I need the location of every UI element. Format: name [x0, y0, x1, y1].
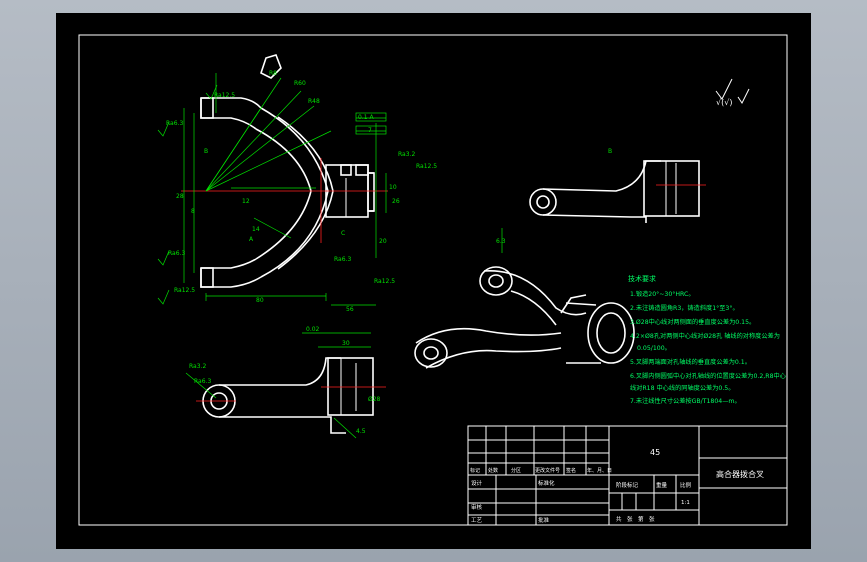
- dim-d4: 12: [242, 198, 250, 205]
- stage-mark: 阶段标记: [616, 481, 639, 489]
- scale-label: 比例: [680, 481, 692, 489]
- main-view: [181, 54, 388, 306]
- role-process: 工艺: [471, 517, 483, 524]
- role-standard: 标准化: [538, 479, 555, 487]
- label-a: A: [249, 236, 254, 243]
- rev-date: 年、月、日: [587, 467, 612, 474]
- label-b-right: B: [608, 148, 612, 155]
- dim-d13: 20: [379, 238, 387, 245]
- dim-d10: 26: [392, 198, 400, 205]
- roughness-r4: Ra12.5: [174, 287, 195, 294]
- dim-d12: 56: [346, 306, 354, 313]
- roughness-r6: Ra12.5: [416, 163, 437, 170]
- notes-heading: 技术要求: [628, 274, 656, 283]
- role-design: 设计: [471, 479, 483, 487]
- top-right-view: B 6.3: [496, 148, 706, 253]
- dim-d8: 7: [368, 127, 372, 134]
- dim-d7: 0.1 A: [358, 114, 374, 121]
- roughness-r1: Ra12.5: [214, 92, 235, 99]
- scale-value: 1:1: [681, 500, 690, 506]
- role-approve: 批准: [538, 516, 550, 524]
- note-5: 5.叉脚两端面对孔轴线的垂直度公差为0.1。: [630, 358, 751, 366]
- technical-notes: 技术要求 1.锻造20°~30°HRC。 2.未注铸造圆角R3，铸造斜度1°至3…: [628, 274, 786, 405]
- rev-zone: 分区: [511, 467, 521, 474]
- dim-d9: 10: [389, 184, 397, 191]
- dim-d6: 28: [176, 193, 184, 200]
- note-6: 6.叉脚内侧圆弧中心对孔轴线的位置度公差为0.2,R8中心: [630, 372, 786, 380]
- roughness-r8: Ra12.5: [374, 278, 395, 285]
- note-2: 2.未注铸造圆角R3，铸造斜度1°至3°。: [630, 304, 739, 312]
- sheet-row: 共 张 第 张: [616, 515, 655, 523]
- rev-count: 处数: [488, 467, 498, 474]
- dim-d2: R60: [294, 80, 306, 87]
- general-roughness: √(√): [715, 78, 750, 107]
- dim-d3: R48: [308, 98, 320, 105]
- drawing-sheet[interactable]: Ra12.5 Ra6.3 Ra6.3 Ra12.5 Ra3.2 Ra12.5 R…: [56, 13, 811, 549]
- rev-mark: 标记: [470, 467, 480, 474]
- roughness-r7: Ra6.3: [334, 256, 351, 263]
- part-name: 高合器拨合叉: [716, 469, 764, 479]
- rev-doc: 更改文件号: [535, 467, 560, 474]
- dim-d11: 14: [252, 226, 260, 233]
- note-3: 3.Ø28中心线对两侧面的垂直度公差为0.15。: [630, 318, 755, 326]
- note-4: 4.2×Ø8孔对两侧中心线对Ø28孔 轴线的对称度公差为: [630, 332, 780, 340]
- label-b: B: [204, 148, 208, 155]
- note-1: 1.锻造20°~30°HRC。: [630, 290, 695, 298]
- main-view-annotations: Ra12.5 Ra6.3 Ra6.3 Ra12.5 Ra3.2 Ra12.5 R…: [157, 70, 437, 313]
- note-4b: 0.05/100。: [637, 345, 671, 352]
- weight-label: 重量: [656, 481, 668, 489]
- dim-d5: 80: [256, 297, 264, 304]
- roughness-r3: Ra6.3: [168, 250, 185, 257]
- rev-sign: 签名: [566, 467, 576, 474]
- roughness-r10: Ra6.3: [194, 378, 211, 385]
- drawing-frame: [78, 34, 788, 526]
- drawing-canvas[interactable]: Ra12.5 Ra6.3 Ra6.3 Ra12.5 Ra3.2 Ra12.5 R…: [56, 13, 811, 549]
- material: 45: [650, 448, 660, 457]
- side-view: Ø28 Ra3.2 Ra6.3 0.02 30 4.5: [185, 326, 386, 439]
- roughness-r9: Ra3.2: [189, 363, 206, 370]
- roughness-r5: Ra3.2: [398, 151, 415, 158]
- dim-d1: R8: [269, 70, 277, 77]
- dim-d14: 8: [191, 208, 195, 215]
- label-c: C: [341, 230, 345, 237]
- title-block: 45 高合器拨合叉 标记 处数 分区 更改文件号 签名 年、月、日 设计 标准化…: [467, 425, 788, 526]
- dim-d22: 4.5: [356, 428, 366, 435]
- roughness-general: √(√): [716, 98, 732, 107]
- dim-d21: 30: [342, 340, 350, 347]
- dim-d16: 6.3: [496, 238, 506, 245]
- note-7: 7.未注线性尺寸公差按GB/T1804—m。: [630, 397, 741, 405]
- dim-d20: 0.02: [306, 326, 320, 333]
- roughness-r2: Ra6.3: [166, 120, 183, 127]
- dim-d15: Ø28: [368, 396, 381, 403]
- isometric-view: [414, 266, 635, 369]
- note-6b: 线对R18 中心线的同轴度公差为0.5。: [630, 384, 734, 392]
- role-review: 审核: [471, 503, 483, 511]
